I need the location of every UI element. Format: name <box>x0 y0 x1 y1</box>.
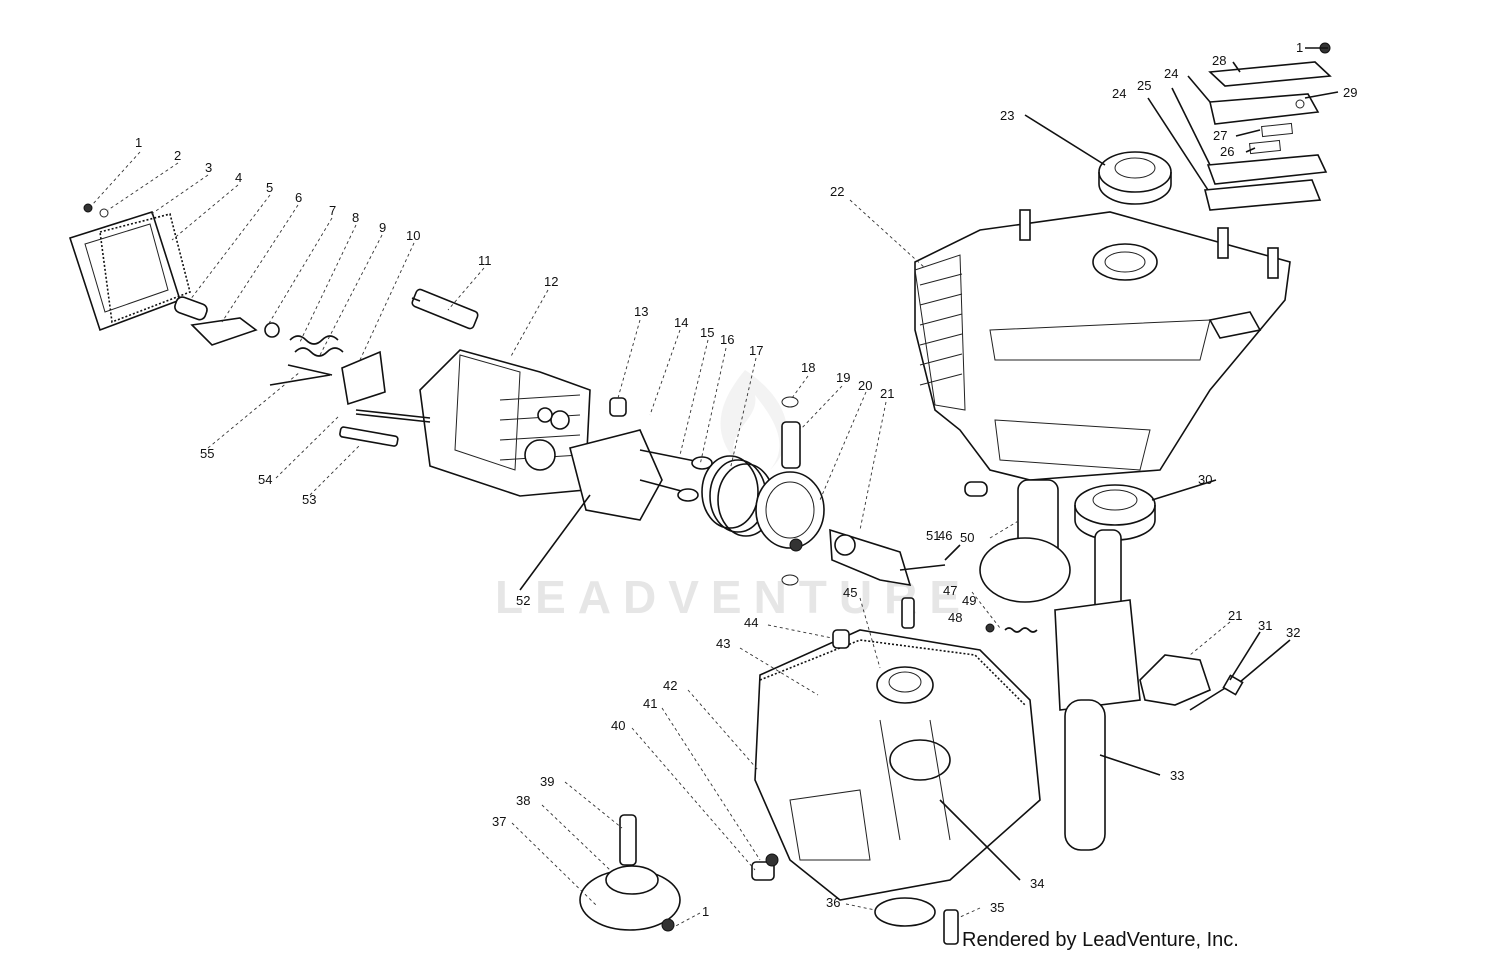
oil-pump-assembly <box>579 814 681 932</box>
crankcase-cover <box>754 597 1041 927</box>
callout-24: 24 <box>1164 66 1178 81</box>
callout-43: 43 <box>716 636 730 651</box>
oil-seal <box>1098 151 1172 205</box>
callout-1-bottom: 1 <box>702 904 709 919</box>
wrist-pin <box>781 396 801 586</box>
callout-30: 30 <box>1198 472 1212 487</box>
valve-spring-parts <box>287 335 344 376</box>
callout-47: 47 <box>943 583 957 598</box>
leader-lines <box>91 47 1339 929</box>
breather-parts <box>174 296 280 346</box>
head-gasket <box>569 429 663 521</box>
callout-32: 32 <box>1286 625 1300 640</box>
callout-52: 52 <box>516 593 530 608</box>
rocker-bolt <box>269 374 331 386</box>
breather-cover-stack <box>1203 42 1332 211</box>
callout-16: 16 <box>720 332 734 347</box>
callout-12: 12 <box>544 274 558 289</box>
callout-14: 14 <box>674 315 688 330</box>
valves <box>639 449 713 502</box>
callout-13: 13 <box>634 304 648 319</box>
head-bolts <box>339 409 431 447</box>
callout-38: 38 <box>516 793 530 808</box>
callout-51: 51 <box>926 528 940 543</box>
camshaft <box>964 479 1071 603</box>
callout-15: 15 <box>700 325 714 340</box>
drain-plug <box>751 853 779 881</box>
piston <box>755 471 825 552</box>
callout-48: 48 <box>948 610 962 625</box>
callout-42: 42 <box>663 678 677 693</box>
engine-block <box>914 209 1291 481</box>
callout-54: 54 <box>258 472 272 487</box>
callout-35: 35 <box>990 900 1004 915</box>
callout-labels: 1 2 3 4 5 6 7 8 9 10 11 12 13 14 15 16 1… <box>135 40 1357 919</box>
callout-25: 25 <box>1137 78 1151 93</box>
callout-4: 4 <box>235 170 242 185</box>
callout-8: 8 <box>352 210 359 225</box>
callout-24-lower: 24 <box>1112 86 1126 101</box>
callout-49: 49 <box>962 593 976 608</box>
connecting-rod <box>829 528 946 587</box>
callout-9: 9 <box>379 220 386 235</box>
callout-45: 45 <box>843 585 857 600</box>
callout-53: 53 <box>302 492 316 507</box>
callout-27: 27 <box>1213 128 1227 143</box>
callout-31: 31 <box>1258 618 1272 633</box>
callout-44: 44 <box>744 615 758 630</box>
dowel-pin <box>609 397 627 417</box>
callout-2: 2 <box>174 148 181 163</box>
callout-21-right: 21 <box>1228 608 1242 623</box>
callout-41: 41 <box>643 696 657 711</box>
callout-34: 34 <box>1030 876 1044 891</box>
crankshaft <box>1054 529 1141 851</box>
cover-bolt <box>943 909 959 945</box>
callout-1: 1 <box>135 135 142 150</box>
callout-18: 18 <box>801 360 815 375</box>
callout-23: 23 <box>1000 108 1014 123</box>
watermark-flame-icon <box>720 370 788 470</box>
callout-26: 26 <box>1220 144 1234 159</box>
callout-7: 7 <box>329 203 336 218</box>
governor-spring <box>985 623 1038 633</box>
callout-17: 17 <box>749 343 763 358</box>
callout-33: 33 <box>1170 768 1184 783</box>
callout-28: 28 <box>1212 53 1226 68</box>
callout-40: 40 <box>611 718 625 733</box>
callout-19: 19 <box>836 370 850 385</box>
callout-21: 21 <box>880 386 894 401</box>
callout-46: 46 <box>938 528 952 543</box>
callout-1-top: 1 <box>1296 40 1303 55</box>
callout-20: 20 <box>858 378 872 393</box>
callout-39: 39 <box>540 774 554 789</box>
rod-cap <box>1139 654 1244 711</box>
cylinder-head <box>419 349 591 497</box>
callout-3: 3 <box>205 160 212 175</box>
callout-11: 11 <box>478 253 492 268</box>
main-bearing <box>1074 484 1156 541</box>
credit-text: Rendered by LeadVenture, Inc. <box>962 929 1239 951</box>
callout-22: 22 <box>830 184 844 199</box>
callout-50: 50 <box>960 530 974 545</box>
callout-10: 10 <box>406 228 420 243</box>
callout-36: 36 <box>826 895 840 910</box>
valve-cover-assembly <box>68 203 191 332</box>
gasket-plate <box>341 350 386 406</box>
callout-37: 37 <box>492 814 506 829</box>
callout-29: 29 <box>1343 85 1357 100</box>
callout-6: 6 <box>295 190 302 205</box>
callout-5: 5 <box>266 180 273 195</box>
spark-plug <box>411 288 479 330</box>
callout-55: 55 <box>200 446 214 461</box>
